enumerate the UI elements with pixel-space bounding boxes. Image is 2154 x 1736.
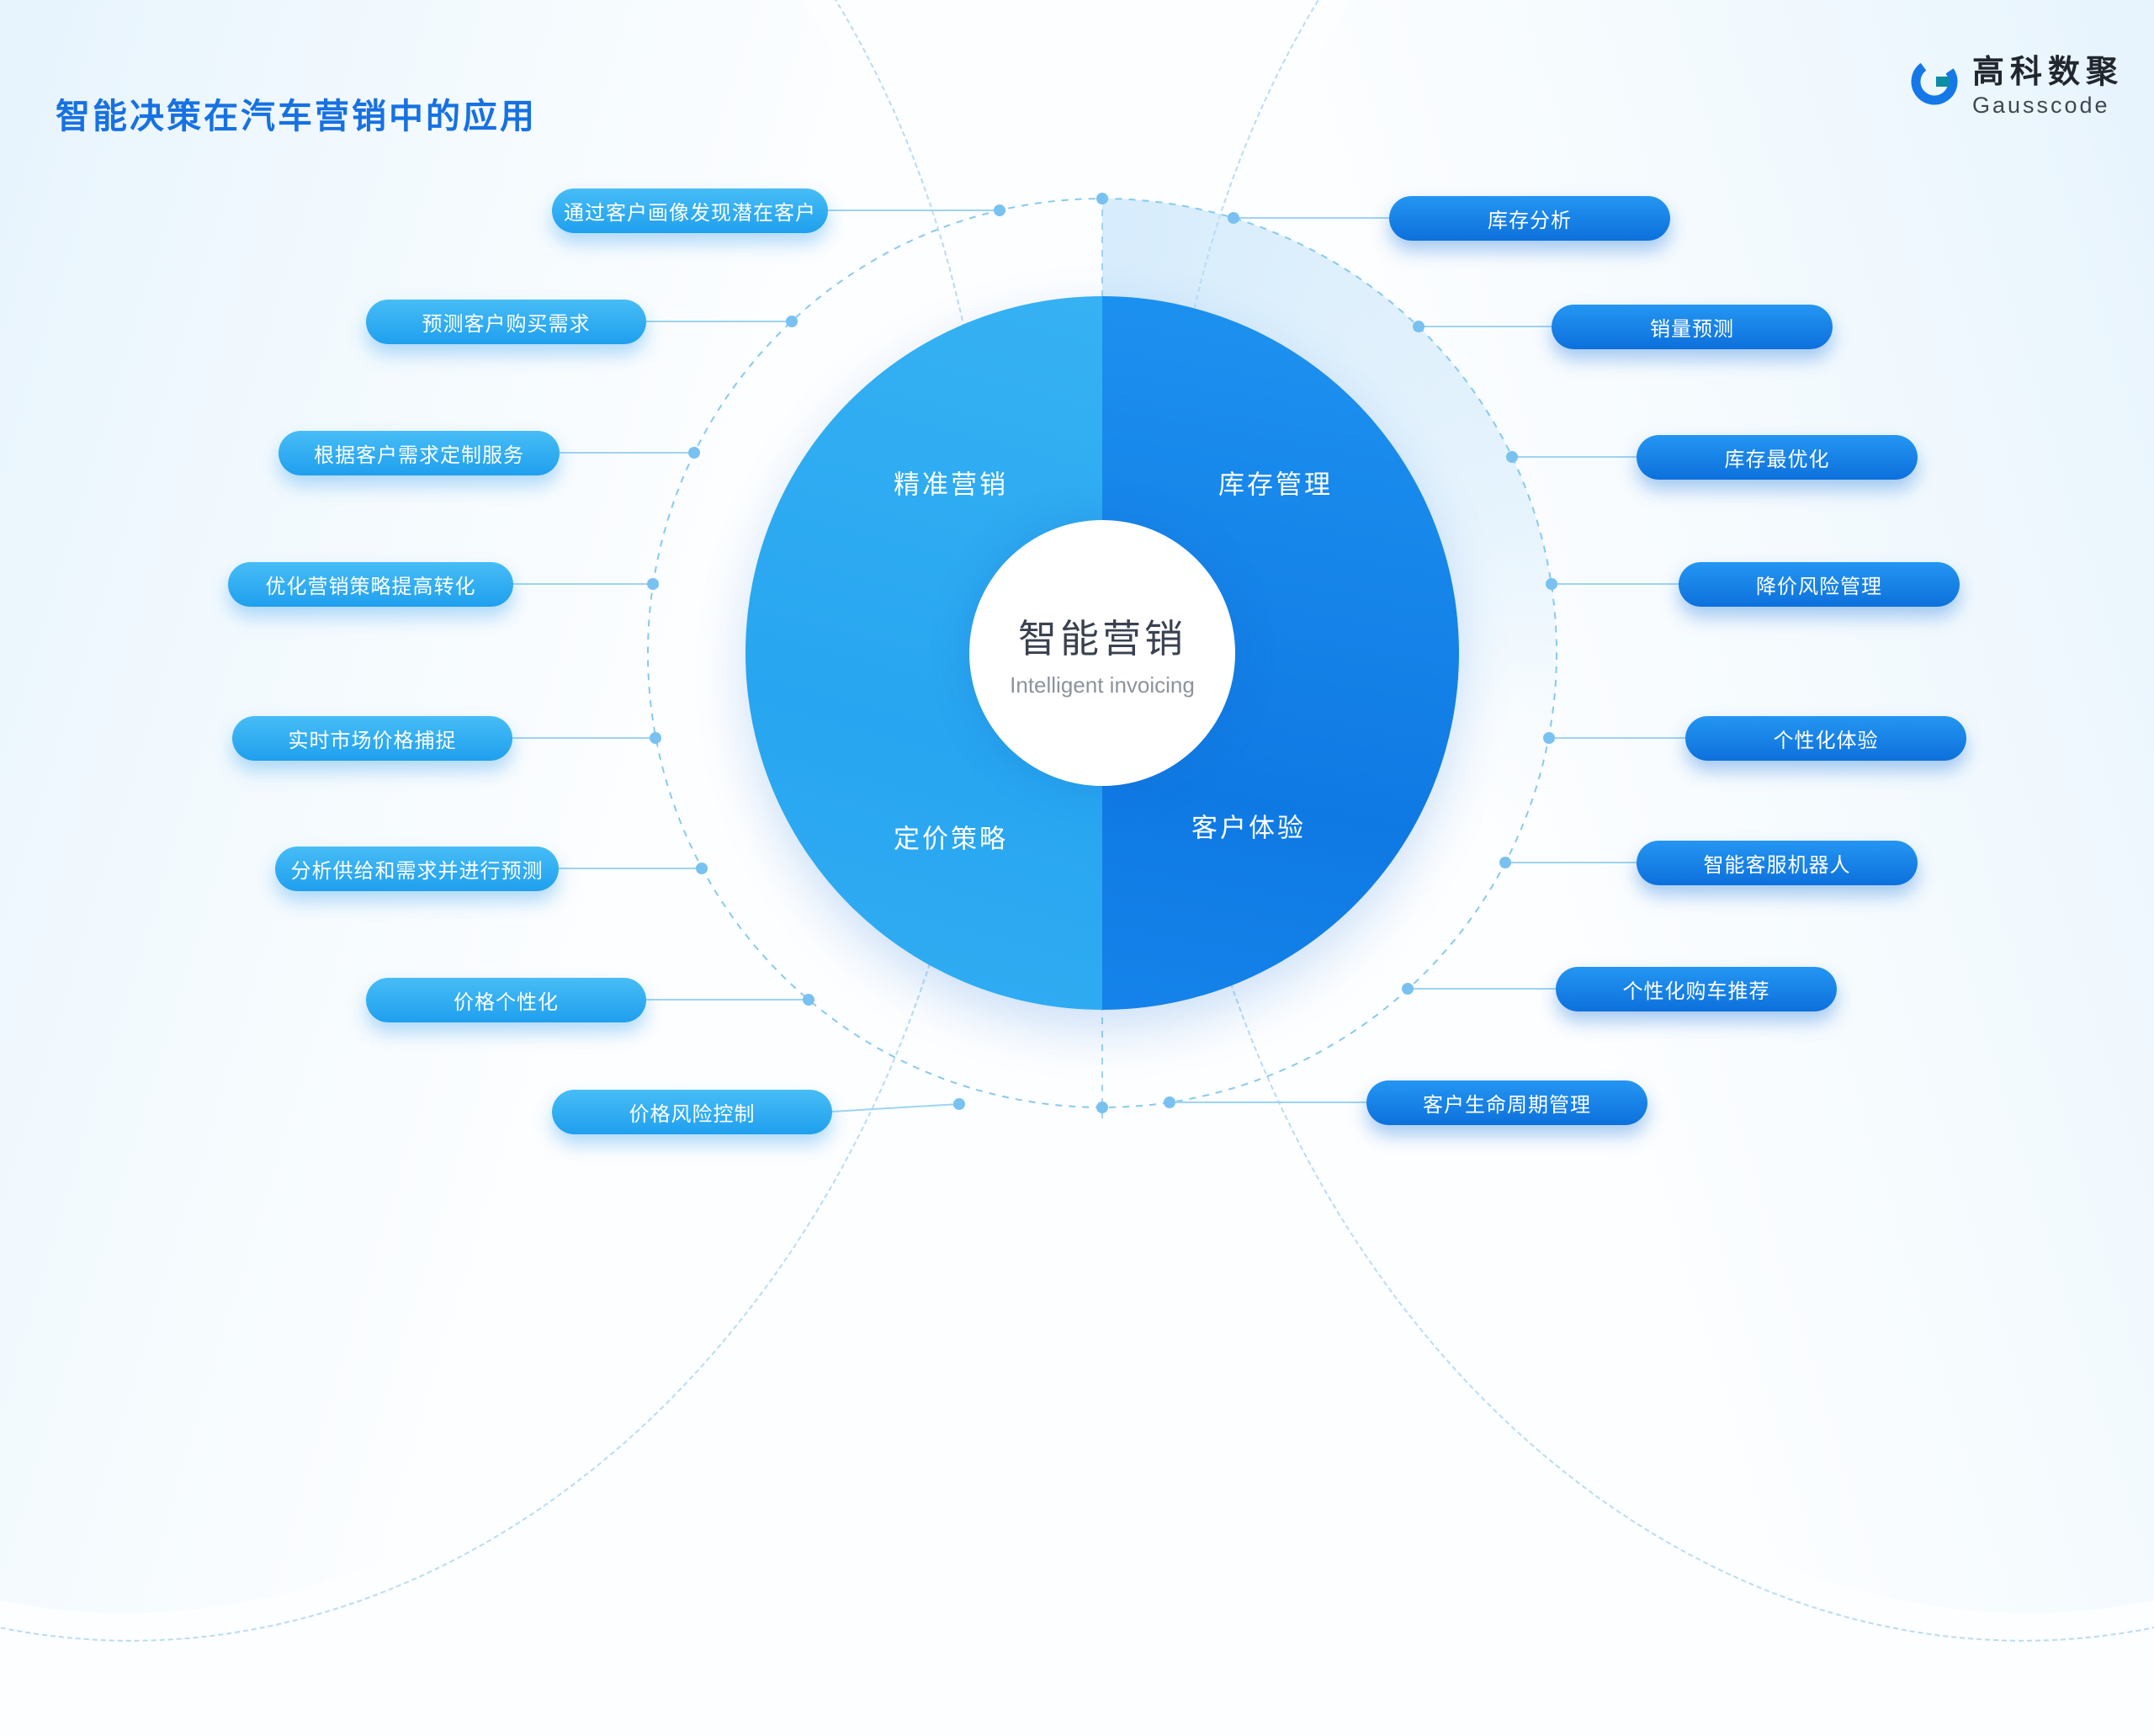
brand-subtitle: Gausscode xyxy=(1971,92,2110,118)
pill-left-7: 价格个性化 xyxy=(366,978,646,1022)
pill-right-6: 智能客服机器人 xyxy=(1637,841,1918,885)
center-hub: 智能营销 Intelligent invoicing xyxy=(969,520,1235,786)
pill-label: 客户生命周期管理 xyxy=(1423,1094,1591,1117)
center-hub-title: 智能营销 xyxy=(1018,616,1186,661)
pill-label: 预测客户购买需求 xyxy=(422,313,591,336)
pill-right-4: 降价风险管理 xyxy=(1679,562,1960,607)
pill-right-8: 客户生命周期管理 xyxy=(1366,1080,1647,1125)
pill-label: 个性化体验 xyxy=(1773,730,1879,752)
pill-left-5: 实时市场价格捕捉 xyxy=(232,716,512,761)
pill-label: 价格风险控制 xyxy=(629,1103,756,1126)
center-hub-subtitle: Intelligent invoicing xyxy=(1010,672,1195,698)
pill-label: 个性化购车推荐 xyxy=(1622,980,1770,1003)
pill-left-8: 价格风险控制 xyxy=(552,1090,832,1134)
pill-left-6: 分析供给和需求并进行预测 xyxy=(275,847,559,891)
pill-label: 实时市场价格捕捉 xyxy=(288,730,457,752)
pill-right-7: 个性化购车推荐 xyxy=(1556,967,1837,1011)
pill-label: 通过客户画像发现潜在客户 xyxy=(564,202,816,225)
pill-left-4: 优化营销策略提高转化 xyxy=(228,562,513,607)
pill-label: 销量预测 xyxy=(1650,318,1734,341)
quadrant-label-inventory-management: 库存管理 xyxy=(1218,470,1333,500)
pill-left-3: 根据客户需求定制服务 xyxy=(279,431,560,475)
pill-label: 优化营销策略提高转化 xyxy=(265,576,476,598)
brand-logo: 高科数聚 Gausscode xyxy=(1908,55,2124,119)
pill-label: 库存分析 xyxy=(1488,210,1572,232)
pill-right-5: 个性化体验 xyxy=(1685,716,1966,761)
pill-label: 降价风险管理 xyxy=(1756,576,1882,598)
quadrant-label-pricing-strategy: 定价策略 xyxy=(894,824,1008,854)
pill-right-2: 销量预测 xyxy=(1552,305,1833,349)
pill-left-2: 预测客户购买需求 xyxy=(366,300,646,344)
pill-right-1: 库存分析 xyxy=(1389,196,1670,241)
pill-label: 分析供给和需求并进行预测 xyxy=(290,860,544,883)
pill-label: 智能客服机器人 xyxy=(1703,854,1851,877)
brand-name: 高科数聚 xyxy=(1971,55,2124,90)
pill-label: 价格个性化 xyxy=(454,991,559,1014)
quadrant-label-customer-experience: 客户体验 xyxy=(1191,813,1306,843)
pill-left-1: 通过客户画像发现潜在客户 xyxy=(552,188,828,233)
brand-logo-icon xyxy=(1908,56,1960,112)
pill-label: 根据客户需求定制服务 xyxy=(314,444,524,467)
pill-right-3: 库存最优化 xyxy=(1637,435,1918,480)
page-title: 智能决策在汽车营销中的应用 xyxy=(56,97,537,135)
pill-label: 库存最优化 xyxy=(1724,449,1830,471)
quadrant-label-precision-marketing: 精准营销 xyxy=(894,470,1008,500)
